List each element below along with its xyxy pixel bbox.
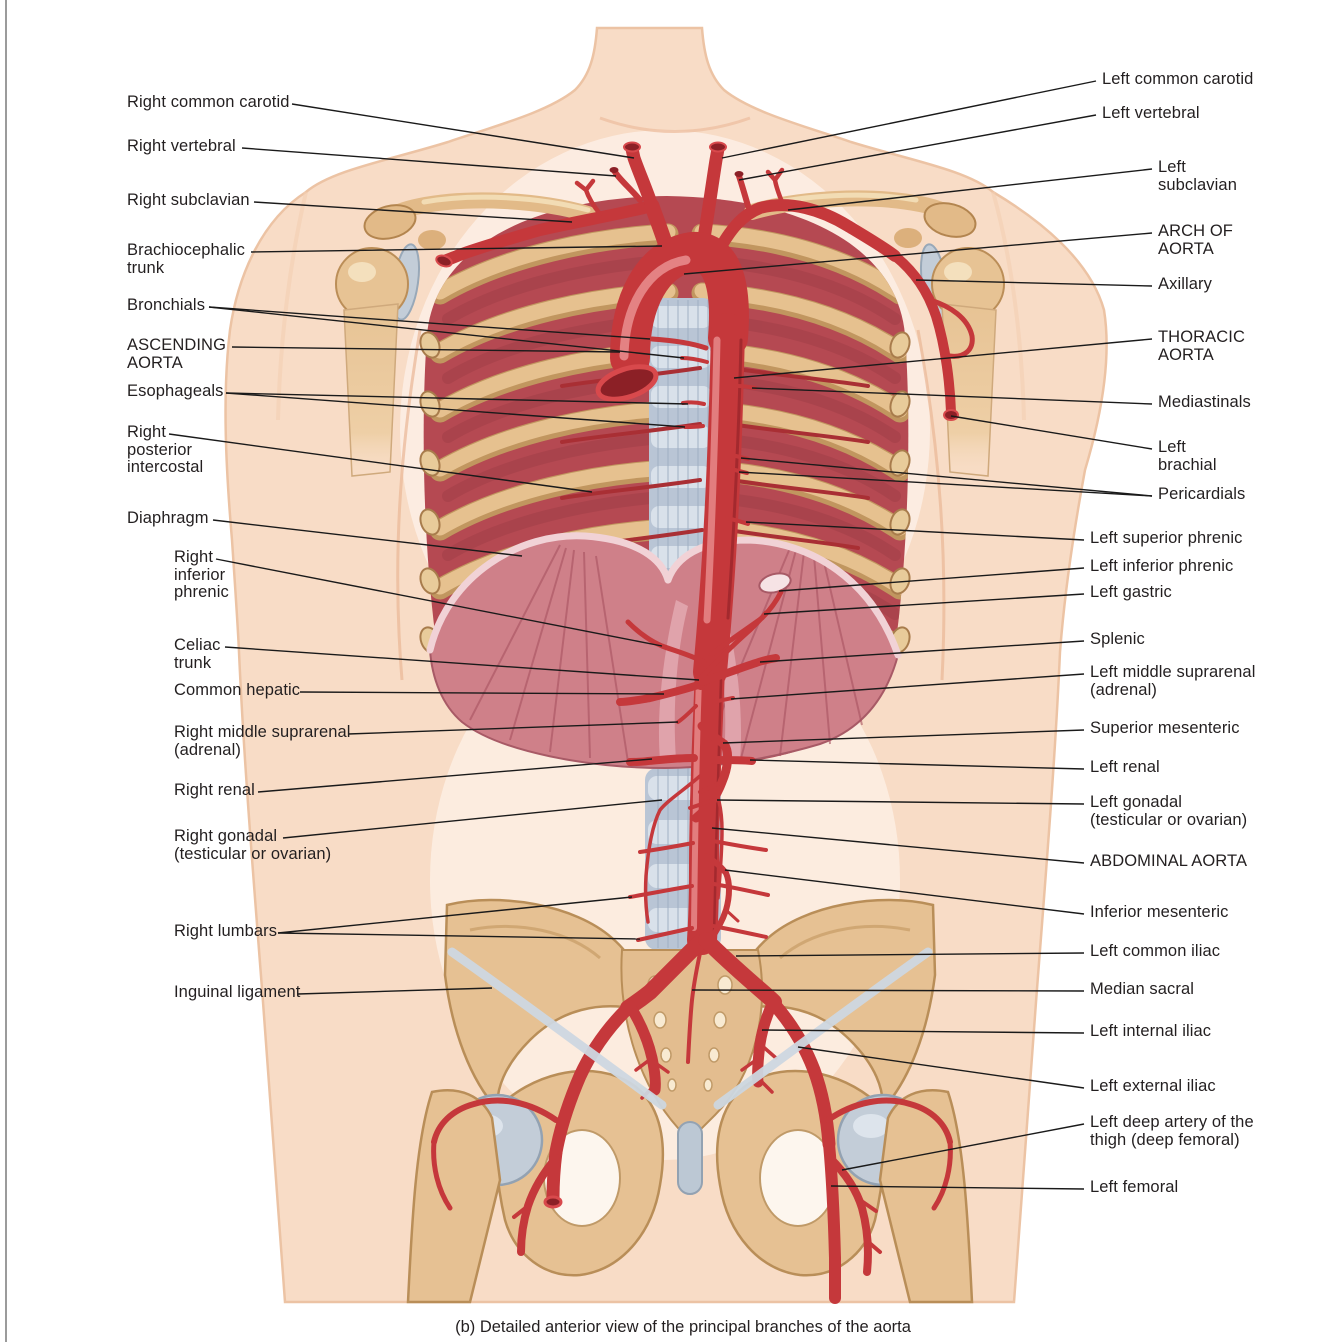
leader-line-pericardials	[738, 471, 1153, 497]
thoracic-aorta-tube	[693, 313, 745, 689]
leader-line-esophageals	[225, 392, 686, 428]
bronchial-arteries	[649, 336, 709, 351]
leader-line-ascending-aorta	[231, 346, 621, 353]
leader-line-right-posterior-intercostal	[168, 433, 593, 493]
right-gonadal-artery	[643, 774, 702, 924]
left-deep-femoral-artery	[826, 1154, 872, 1276]
right-external-iliac-artery	[549, 1003, 633, 1159]
right-vertebral-artery	[612, 169, 643, 203]
leader-line-abdominal-aorta	[711, 827, 1085, 864]
leader-line-diaphragm	[212, 519, 523, 557]
leader-line-superior-mesenteric	[722, 729, 1085, 744]
leader-line-left-gonadal	[716, 799, 1085, 805]
diaphragm-shape	[426, 532, 902, 770]
leader-line-left-internal-iliac	[761, 1029, 1085, 1034]
leader-line-splenic	[759, 640, 1085, 663]
superior-phrenic-artery	[725, 516, 750, 526]
leader-line-celiac-trunk	[224, 646, 700, 681]
left-axillary-brachial-artery	[890, 251, 956, 417]
ascending-aorta-cut	[595, 364, 659, 402]
leader-line-right-renal	[257, 758, 653, 793]
median-sacral-artery	[686, 942, 704, 1064]
right-renal-artery	[626, 754, 698, 766]
leader-line-bronchials	[208, 306, 685, 359]
leader-line-brachiocephalic-trunk	[250, 245, 663, 253]
leader-line-left-superior-phrenic	[745, 521, 1085, 541]
leader-line-left-vertebral	[738, 114, 1097, 181]
left-gonadal-artery	[708, 776, 724, 900]
left-vertebral-artery	[736, 173, 751, 209]
leader-line-left-femoral	[830, 1185, 1085, 1190]
leader-line-left-subclavian	[787, 168, 1153, 211]
leader-line-right-subclavian	[253, 201, 573, 223]
common-hepatic-artery	[616, 680, 705, 706]
inguinal-ligaments	[447, 947, 933, 1110]
leader-line-inferior-mesenteric	[724, 869, 1085, 915]
left-gastric-artery	[698, 610, 769, 681]
leader-line-left-inferior-phrenic	[778, 567, 1085, 592]
left-femoral-artery	[823, 1138, 842, 1304]
leader-line-left-renal	[749, 759, 1085, 770]
leader-line-arch-of-aorta	[683, 232, 1153, 275]
leader-line-right-lumbars	[277, 896, 633, 934]
leader-line-pericardials	[740, 457, 1153, 497]
leader-line-right-gonadal	[282, 799, 663, 839]
leader-line-thoracic-aorta	[733, 338, 1153, 379]
caval-opening	[758, 572, 792, 594]
leader-line-left-middle-suprarenal	[730, 673, 1085, 700]
leader-line-right-common-carotid	[291, 103, 635, 159]
page-border-line	[5, 0, 7, 1342]
leader-line-right-middle-suprarenal	[347, 721, 679, 735]
leader-line-inguinal-ligament	[297, 987, 493, 995]
left-femur	[406, 1089, 502, 1304]
leader-line-left-external-iliac	[797, 1046, 1085, 1089]
inferior-mesenteric-artery	[703, 853, 732, 943]
leader-line-left-brachial	[950, 415, 1153, 450]
leader-line-axillary	[915, 279, 1153, 287]
leader-line-esophageals	[225, 392, 689, 405]
lumbar-arteries	[638, 839, 768, 854]
leader-line-bronchials	[208, 306, 651, 340]
splenic-artery	[697, 654, 780, 686]
aorta-and-branches	[431, 141, 975, 1304]
leader-line-left-common-iliac	[735, 952, 1085, 957]
leader-line-median-sacral	[691, 989, 1085, 992]
leader-line-left-gastric	[763, 593, 1085, 615]
leader-line-right-vertebral	[241, 147, 617, 177]
leader-line-common-hepatic	[299, 691, 665, 695]
coccyx	[677, 1121, 703, 1195]
leader-line-right-lumbars	[277, 932, 641, 940]
abdominal-aorta-tube	[687, 655, 725, 955]
leader-line-left-common-carotid	[721, 80, 1097, 159]
leader-line-right-inferior-phrenic	[215, 558, 663, 647]
left-renal-artery	[710, 756, 756, 765]
leader-lines	[168, 80, 1153, 1190]
figure-caption: (b) Detailed anterior view of the princi…	[455, 1318, 911, 1336]
right-middle-suprarenal-artery	[676, 704, 698, 724]
leader-line-left-deep-artery-of-thigh	[841, 1123, 1085, 1171]
esophageal-arteries	[681, 400, 706, 406]
leader-line-mediastinals	[751, 387, 1153, 405]
left-common-iliac-artery	[698, 932, 782, 1010]
